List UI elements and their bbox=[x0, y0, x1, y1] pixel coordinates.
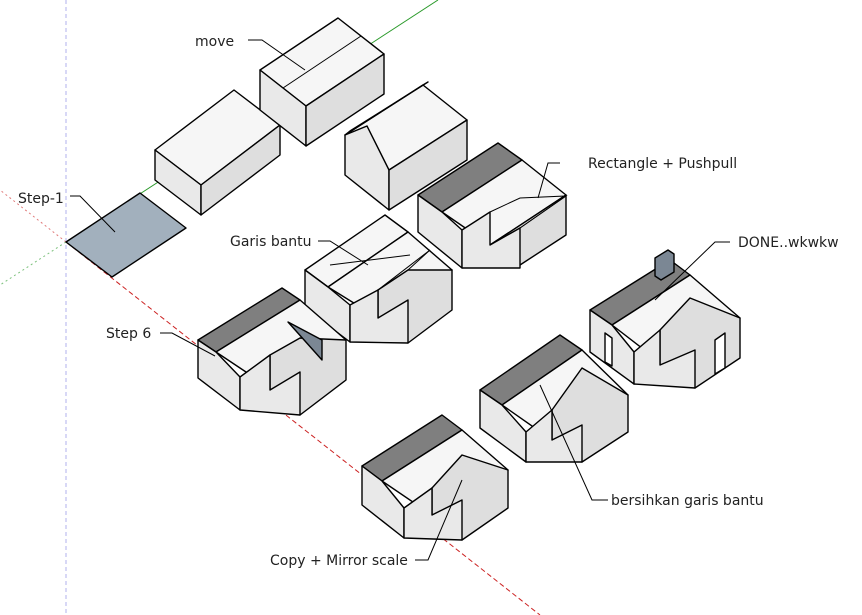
gable-house-copy-mirror bbox=[361, 414, 509, 541]
label-step6: Step 6 bbox=[106, 326, 151, 342]
box-moved bbox=[259, 17, 385, 147]
leaders bbox=[70, 39, 730, 561]
label-done: DONE..wkwkw bbox=[738, 235, 839, 251]
gable-house-b bbox=[417, 142, 568, 269]
label-rectangle-pushpull: Rectangle + Pushpull bbox=[588, 156, 737, 172]
gable-house-guides bbox=[304, 214, 453, 344]
red-axis-neg bbox=[0, 189, 67, 243]
label-copy-mirror-scale: Copy + Mirror scale bbox=[270, 553, 408, 569]
gable-house-a bbox=[344, 81, 468, 211]
step1-base-rectangle bbox=[65, 192, 187, 278]
gable-house-step6 bbox=[197, 287, 347, 416]
box-extruded bbox=[154, 89, 281, 216]
label-step1: Step-1 bbox=[18, 191, 64, 207]
green-axis-neg bbox=[0, 241, 67, 286]
red-axis bbox=[65, 241, 541, 615]
chimney bbox=[654, 249, 675, 281]
gable-house-done bbox=[589, 249, 741, 389]
label-garis-bantu: Garis bantu bbox=[230, 234, 312, 250]
label-bersihkan-garis-bantu: bersihkan garis bantu bbox=[611, 493, 764, 509]
label-move: move bbox=[195, 34, 234, 50]
gable-house-cleaned bbox=[479, 334, 629, 463]
